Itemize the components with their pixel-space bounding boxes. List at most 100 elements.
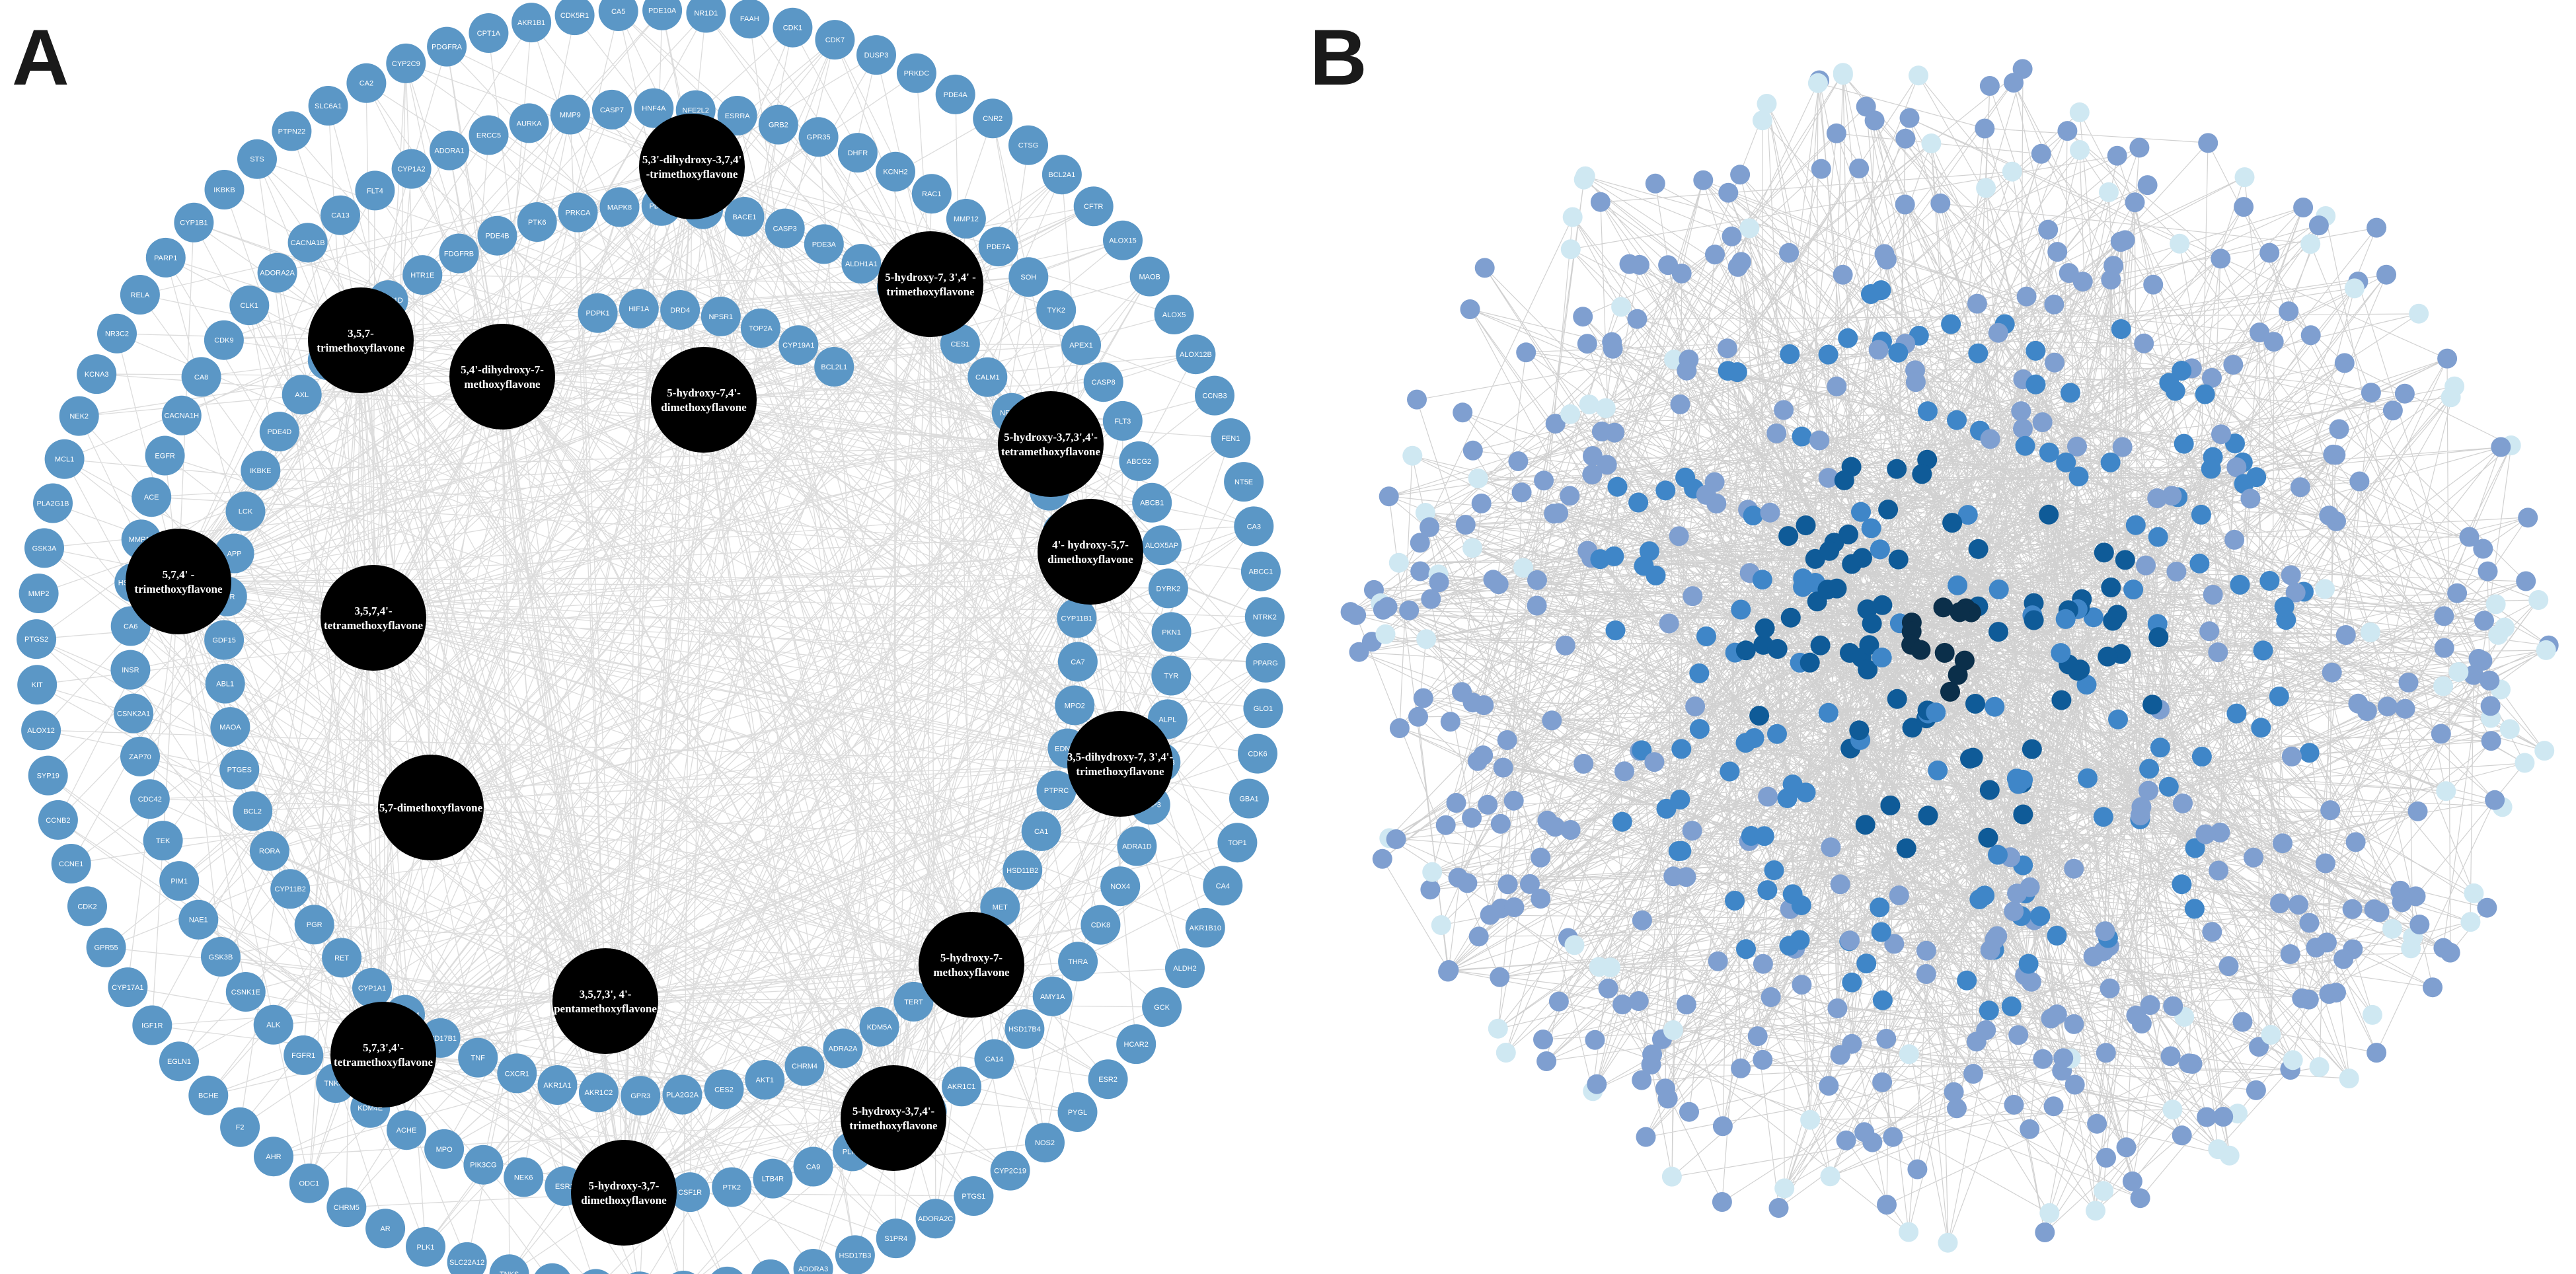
target-node: PPARG [1245, 642, 1285, 683]
network-node [2259, 571, 2280, 591]
network-node [1872, 648, 1892, 667]
network-node [1473, 745, 1494, 766]
network-node [1842, 1033, 1862, 1054]
network-node [1410, 561, 1431, 581]
target-label: FLT4 [367, 187, 383, 195]
target-label: INSR [122, 667, 139, 675]
network-node [1462, 538, 1482, 558]
network-node [2261, 1025, 2281, 1045]
target-node: PDE4A [935, 74, 975, 114]
network-node [2160, 1046, 2181, 1067]
target-label: SYP19 [37, 772, 59, 780]
network-node [1918, 806, 1938, 826]
target-label: MPO [436, 1146, 453, 1154]
target-node: CCNB3 [1195, 375, 1234, 416]
network-node [2078, 768, 2098, 788]
network-node [1856, 954, 1877, 974]
network-node [2448, 662, 2469, 682]
target-label: GPR55 [95, 944, 118, 952]
network-node [1975, 118, 1995, 139]
network-node [1497, 874, 1518, 895]
network-node [1968, 343, 1989, 363]
network-node [1346, 605, 1367, 625]
target-label: CASP8 [1092, 379, 1116, 387]
target-label: BCL2L1 [821, 363, 847, 371]
network-node [1727, 362, 1747, 383]
target-label: CSNK1E [231, 989, 260, 996]
network-node [1503, 790, 1524, 811]
target-node: CDC42 [130, 779, 170, 819]
network-node [1645, 173, 1665, 194]
target-label: CHRM5 [334, 1204, 360, 1212]
target-label: CSF1R [678, 1189, 702, 1197]
network-node [1577, 334, 1597, 354]
network-node [2211, 424, 2231, 445]
network-node [1562, 207, 1583, 227]
network-node [1859, 635, 1879, 656]
target-node: ODC1 [289, 1163, 329, 1203]
network-node [1827, 578, 1847, 599]
target-node: AKT1 [745, 1060, 785, 1100]
network-node [1431, 915, 1451, 935]
target-label: ADORA1 [434, 147, 464, 155]
target-node: CA3 [1234, 506, 1274, 546]
network-node [2130, 1188, 2150, 1209]
network-node [2208, 642, 2228, 663]
network-node [2166, 562, 2187, 581]
network-node [2329, 419, 2349, 439]
network-node [2195, 824, 2216, 844]
target-label: PTGS1 [962, 1193, 985, 1201]
target-label: CASP3 [773, 225, 797, 233]
target-node: RET [322, 938, 362, 978]
network-node [2044, 294, 2065, 315]
target-label: FGFR1 [291, 1052, 315, 1060]
network-node [1683, 586, 1703, 607]
network-node [1963, 747, 1983, 768]
target-node: CYP11B1 [1057, 598, 1097, 638]
network-node [1545, 817, 1566, 837]
network-node [2315, 853, 2335, 874]
target-label: AKR1A1 [543, 1082, 571, 1090]
target-label: EGFR [155, 452, 175, 460]
network-node [2143, 274, 2164, 295]
network-node [2122, 1171, 2142, 1191]
target-label: CCNB3 [1202, 393, 1227, 400]
network-node [1948, 575, 1968, 595]
target-node: PLA2G1B [33, 483, 73, 523]
target-label: GRB2 [769, 122, 788, 130]
network-node [1636, 1127, 1656, 1147]
target-node: CALM1 [967, 357, 1008, 397]
target-node: GCK [1142, 987, 1182, 1027]
network-node [1767, 639, 1788, 659]
network-node [1876, 249, 1897, 270]
target-node: CXCR1 [497, 1053, 537, 1094]
network-node [1778, 526, 1799, 546]
target-node: CACNA1H [161, 395, 202, 435]
network-node [2060, 383, 2080, 403]
target-node: DYRK1A [630, 1271, 650, 1274]
target-label: TYK2 [1047, 307, 1065, 315]
network-node [2015, 435, 2035, 456]
compound-node: 5,3'-dihydroxy-3,7,4'-trimethoxyflavone [639, 114, 745, 219]
network-node [2197, 1107, 2217, 1127]
network-node [1896, 838, 1916, 858]
target-label: RORA [259, 848, 280, 856]
target-label: KIT [32, 681, 43, 689]
target-node: CHRM4 [784, 1046, 825, 1086]
network-node [1744, 728, 1764, 748]
network-node [2172, 1125, 2192, 1146]
network-node [1878, 500, 1899, 520]
target-node: PDE4D [259, 412, 299, 452]
network-node [1944, 1082, 1964, 1102]
target-label: RELA [131, 291, 150, 299]
network-node [1527, 570, 1547, 590]
target-label: CASP7 [600, 106, 624, 114]
target-label: GSK3A [32, 544, 57, 552]
compound-label: 4'- hydroxy-5,7- [1052, 539, 1129, 551]
network-node [1902, 718, 1922, 738]
network-node [1978, 827, 1998, 848]
network-node [1379, 486, 1399, 507]
network-node [2137, 175, 2158, 196]
target-node: CES2 [704, 1069, 744, 1109]
network-node [2473, 539, 2493, 559]
